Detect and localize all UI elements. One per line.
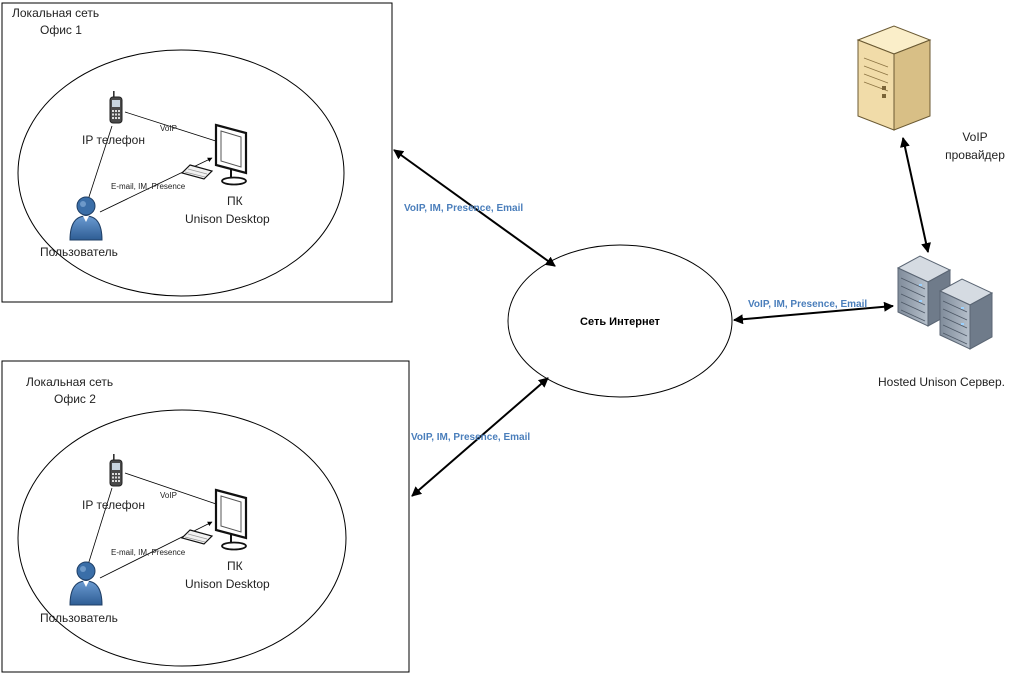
internet-label: Сеть Интернет xyxy=(580,316,661,328)
office1-data-label: E-mail, IM, Presence xyxy=(111,182,186,191)
office1-title-line1: Локальная сеть xyxy=(12,6,99,20)
office2-pc-label-line2: Unison Desktop xyxy=(185,577,270,591)
office1-phone-icon xyxy=(109,90,123,124)
server-internet-link xyxy=(733,301,894,325)
office1-user-label: Пользователь xyxy=(40,245,118,259)
office2-pc-label-line1: ПК xyxy=(227,559,243,573)
office1-boundary xyxy=(17,49,345,297)
office2-internet-link xyxy=(411,377,549,497)
office2-voip-label: VoIP xyxy=(160,491,177,500)
office2-title-line2: Офис 2 xyxy=(54,392,96,406)
office2-user-label: Пользователь xyxy=(40,611,118,625)
office2-phone-label: IP телефон xyxy=(82,498,145,512)
server-internet-link-label: VoIP, IM, Presence, Email xyxy=(748,299,867,310)
office1-internet-link xyxy=(393,149,556,267)
office2-boundary xyxy=(17,409,347,667)
office2-user-phone-line xyxy=(87,487,113,566)
office2-lan: Локальная сеть Офис 2 VoIP E-mail, IM, P… xyxy=(1,360,410,673)
office2-title-line1: Локальная сеть xyxy=(26,375,113,389)
tower-server-icon xyxy=(856,25,932,131)
server-rack-icon xyxy=(897,255,993,350)
office1-voip-label: VoIP xyxy=(160,124,177,133)
office1-title-line2: Офис 1 xyxy=(40,23,82,37)
office2-phone-icon xyxy=(109,453,123,487)
office1-internet-link-label: VoIP, IM, Presence, Email xyxy=(404,203,523,214)
server-label: Hosted Unison Сервер. xyxy=(878,375,1005,389)
office1-pc-label-line1: ПК xyxy=(227,194,243,208)
office1-voip-line xyxy=(124,111,223,144)
office2-user-icon xyxy=(69,561,103,606)
office2-frame xyxy=(1,360,410,673)
office1-phone-label: IP телефон xyxy=(82,133,145,147)
office2-internet-link-label: VoIP, IM, Presence, Email xyxy=(411,432,530,443)
internet-cloud: Сеть Интернет xyxy=(507,244,733,398)
provider-server-link xyxy=(900,137,931,253)
office1-pc-label-line2: Unison Desktop xyxy=(185,212,270,226)
office2-data-label: E-mail, IM, Presence xyxy=(111,548,186,557)
internet-boundary xyxy=(507,244,733,398)
office1-user-phone-line xyxy=(87,125,113,201)
office1-user-icon xyxy=(69,196,103,241)
office1-frame xyxy=(1,2,393,303)
office2-computer-icon xyxy=(180,488,248,551)
office2-voip-line xyxy=(124,472,223,507)
office1-lan: Локальная сеть Офис 1 VoIP E-mail, IM, P… xyxy=(1,2,393,303)
office1-computer-icon xyxy=(180,123,248,186)
voip-provider-label-line2: провайдер xyxy=(945,148,1005,162)
voip-provider-label-line1: VoIP xyxy=(962,130,987,144)
